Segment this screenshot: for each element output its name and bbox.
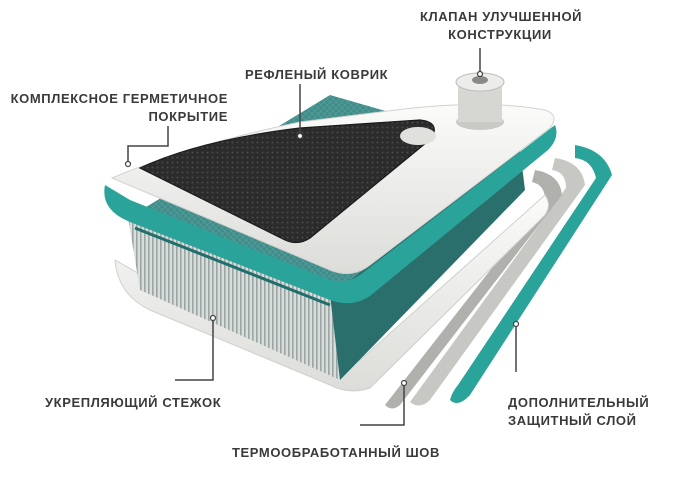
valve-label-line-2: КОНСТРУКЦИИ [420,26,580,44]
valve-label: КЛАПАН УЛУЧШЕННОЙ КОНСТРУКЦИИ [420,8,580,44]
coating-label: КОМПЛЕКСНОЕ ГЕРМЕТИЧНОЕ ПОКРЫТИЕ [2,90,228,126]
valve-icon [456,73,504,130]
extra-layer-label: ДОПОЛНИТЕЛЬНЫЙ ЗАЩИТНЫЙ СЛОЙ [508,394,649,430]
deck-pad-label: РЕФЛЕНЫЙ КОВРИК [245,66,388,84]
coating-label-line-1: КОМПЛЕКСНОЕ ГЕРМЕТИЧНОЕ [2,90,228,108]
coating-leader [128,126,168,162]
extra-layer-label-line-1: ДОПОЛНИТЕЛЬНЫЙ [508,394,649,412]
drop-stitch-label: УКРЕПЛЯЮЩИЙ СТЕЖОК [45,394,221,412]
coating-label-line-2: ПОКРЫТИЕ [2,108,228,126]
extra-layer-label-line-2: ЗАЩИТНЫЙ СЛОЙ [508,412,649,430]
deck-logo [400,127,436,145]
seam-label: ТЕРМООБРАБОТАННЫЙ ШОВ [232,444,440,462]
valve-label-line-1: КЛАПАН УЛУЧШЕННОЙ [420,8,580,26]
